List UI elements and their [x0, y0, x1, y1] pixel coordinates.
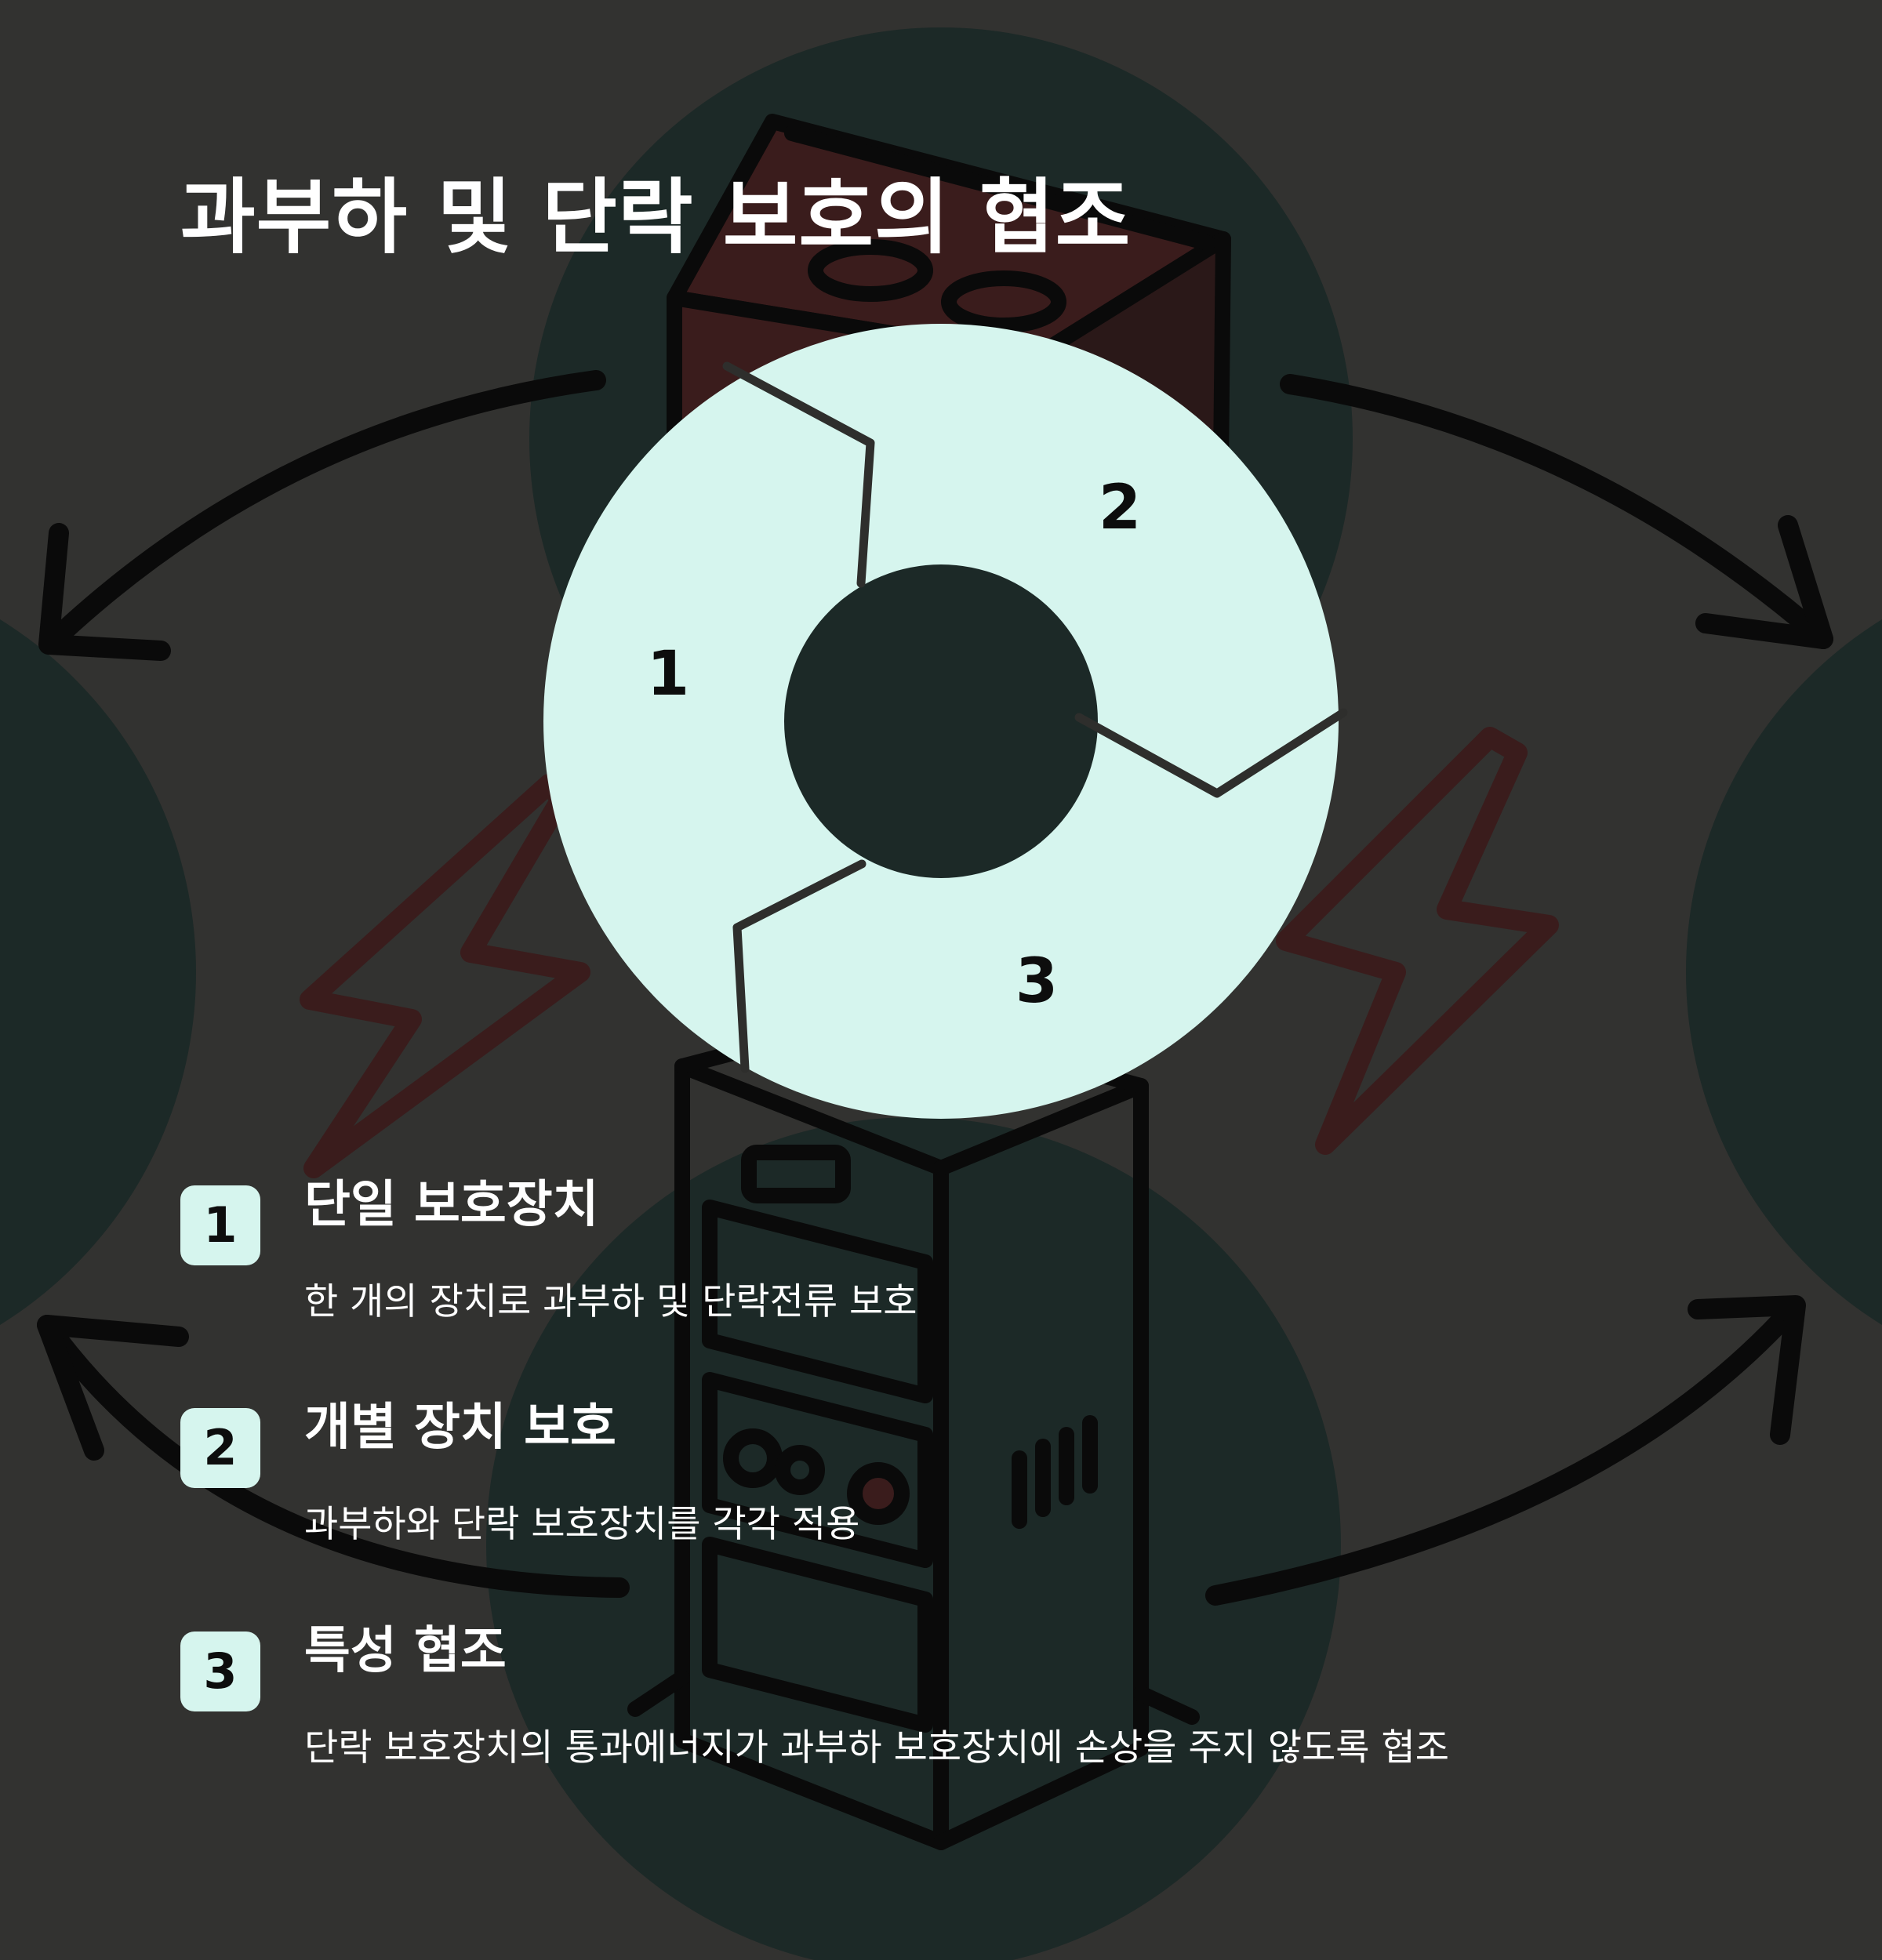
bg-circle-right	[1686, 619, 1882, 1325]
item-number-badge: 1	[180, 1185, 260, 1265]
curved-arrow-icon	[37, 370, 1833, 1606]
cycle-segment-number-3: 3	[1015, 946, 1058, 1017]
item-number-badge: 3	[180, 1632, 260, 1711]
item-title: 특성 협조	[304, 1622, 507, 1680]
segment-separators	[722, 361, 1348, 1073]
cycle-segment-number-1: 1	[647, 639, 689, 710]
lightning-bolt-icon	[1276, 727, 1559, 1155]
item-description: 단락 보호장치의 통과에너지가 과부하 보호장치에 손상을 주지 않도록 협조	[304, 1726, 1449, 1769]
cycle-diagram: 1 2 3	[543, 324, 1348, 1119]
item-number-badge: 2	[180, 1408, 260, 1488]
item-description: 한 개의 장치로 과부하 및 단락전류 보호	[304, 1280, 917, 1323]
bg-circle-left	[0, 619, 196, 1325]
cycle-segment-number-2: 2	[1099, 473, 1141, 543]
item-description: 과부하와 단락 보호장치를 각각 적용	[304, 1503, 860, 1546]
item-title: 개별 장치 보호	[304, 1399, 616, 1457]
page-title: 과부하 및 단락 보호의 협조	[180, 169, 1132, 265]
lightning-bolt-icon	[300, 774, 590, 1178]
item-title: 단일 보호장치	[304, 1176, 599, 1234]
